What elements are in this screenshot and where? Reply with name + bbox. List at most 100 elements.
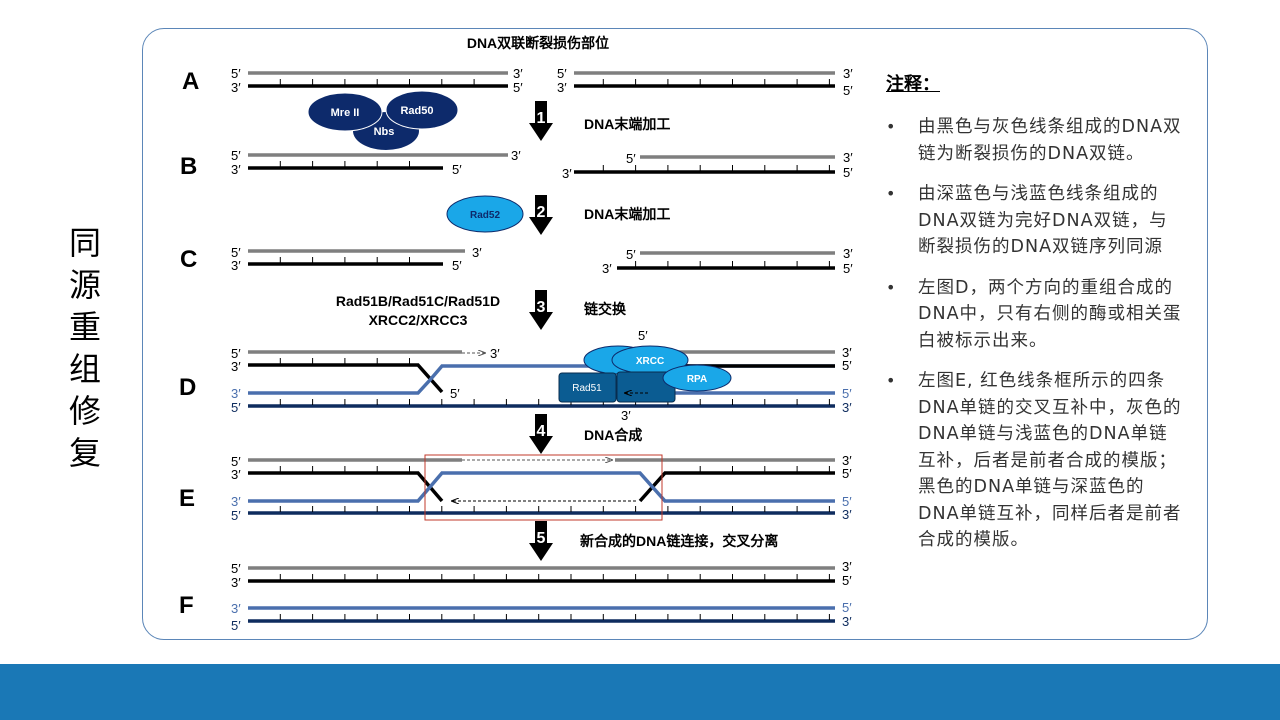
step-arrow-shape	[529, 521, 553, 561]
notes-panel: 注释： 由黑色与灰色线条组成的DNA双链为断裂损伤的DNA双链。 由深蓝色与浅蓝…	[886, 70, 1186, 568]
end-label: 3′	[231, 80, 241, 95]
title-char: 复	[68, 434, 101, 472]
end-label: 3′	[842, 614, 852, 629]
end-label: 5′	[557, 66, 567, 81]
step-3-proteins-line1: Rad51B/Rad51C/Rad51D	[336, 293, 500, 309]
title-char: 重	[68, 308, 101, 346]
step-arrow-shape	[529, 101, 553, 141]
step-5-label: 新合成的DNA链连接，交叉分离	[580, 533, 778, 549]
end-label: 3′	[621, 408, 631, 423]
notes-title: 注释：	[886, 74, 940, 95]
step-2-label: DNA末端加工	[584, 206, 670, 222]
row-label-f: F	[179, 592, 194, 619]
slide-title: 同 源 重 组 修 复	[62, 222, 108, 474]
nbs-label: Nbs	[374, 126, 395, 138]
rad52-protein: Rad52	[446, 195, 524, 233]
step-3-label: 链交换	[584, 301, 627, 317]
row-label-b: B	[180, 153, 197, 180]
recombination-diagram: DNA双联断裂损伤部位 A B C D E F 5′3′3′5′5′3′3′5′…	[179, 35, 853, 633]
rad50-label: Rad50	[400, 105, 433, 117]
row-label-d: D	[179, 374, 196, 401]
step-number: 2	[537, 204, 546, 221]
step-arrow-shape	[529, 195, 553, 235]
end-label: 5′	[231, 245, 241, 260]
note-item: 左图E, 红色线条框所示的四条DNA单链的交叉互补中，灰色的DNA单链与浅蓝色的…	[886, 368, 1186, 554]
step-number: 1	[537, 110, 546, 127]
end-label: 5′	[231, 618, 241, 633]
row-label-c: C	[180, 246, 197, 273]
end-label: 5′	[842, 386, 852, 401]
row-d-proteins: XRCC Rad51 RPA	[558, 345, 732, 403]
end-label: 3′	[842, 400, 852, 415]
step-arrow-shape	[529, 290, 553, 330]
end-label: 3′	[602, 261, 612, 276]
end-label: 3′	[231, 467, 241, 482]
end-label: 5′	[842, 600, 852, 615]
end-label: 5′	[231, 66, 241, 81]
step-arrow-4: 4	[529, 414, 553, 454]
step-arrow-1: 1	[529, 101, 553, 141]
end-label: 3′	[231, 601, 241, 616]
end-label: 3′	[843, 246, 853, 261]
row-d-black-strand	[248, 363, 444, 394]
end-label: 5′	[450, 386, 460, 401]
end-label: 3′	[231, 359, 241, 374]
end-label: 5′	[231, 508, 241, 523]
title-char: 修	[68, 392, 101, 430]
end-label: 5′	[452, 162, 462, 177]
dna-end-labels: 5′3′3′5′5′3′3′5′5′3′3′5′5′3′3′5′5′3′3′5′…	[231, 66, 853, 633]
end-label: 3′	[231, 258, 241, 273]
end-label: 3′	[842, 559, 852, 574]
end-label: 5′	[843, 165, 853, 180]
end-label: 3′	[843, 66, 853, 81]
end-label: 5′	[231, 148, 241, 163]
step-arrow-shape	[529, 414, 553, 454]
rad52-label: Rad52	[470, 210, 500, 221]
row-label-a: A	[182, 68, 199, 95]
end-label: 3′	[843, 150, 853, 165]
end-label: 3′	[231, 575, 241, 590]
row-e-black-left	[248, 471, 444, 503]
step-arrow-5: 5	[529, 521, 553, 561]
rad51-label: Rad51	[572, 383, 602, 394]
mre11-label: Mre II	[331, 107, 360, 119]
crossover-box	[424, 454, 663, 521]
end-label: 3′	[842, 453, 852, 468]
end-label: 5′	[842, 358, 852, 373]
end-label: 3′	[231, 162, 241, 177]
mre11-complex: Mre II Rad50 Nbs	[307, 90, 459, 150]
end-label: 5′	[231, 400, 241, 415]
row-label-e: E	[179, 485, 195, 512]
row-d-lightblue-strand	[248, 364, 835, 395]
note-item: 左图D，两个方向的重组合成的DNA中，只有右侧的酶或相关蛋白被标示出来。	[886, 275, 1186, 355]
end-label: 3′	[231, 494, 241, 509]
bottom-band	[0, 664, 1280, 720]
end-label: 3′	[562, 166, 572, 181]
end-label: 3′	[842, 345, 852, 360]
note-item: 由黑色与灰色线条组成的DNA双链为断裂损伤的DNA双链。	[886, 114, 1186, 167]
step-4-label: DNA合成	[584, 427, 642, 443]
xrcc-label: XRCC	[636, 356, 664, 367]
step-arrows: 1 2 3 4 5	[529, 101, 553, 561]
step-3-proteins-line2: XRCC2/XRCC3	[369, 312, 468, 328]
step-1-label: DNA末端加工	[584, 116, 670, 132]
end-label: 3′	[842, 507, 852, 522]
end-label: 5′	[842, 466, 852, 481]
end-label: 3′	[490, 346, 500, 361]
damage-site-label: DNA双联断裂损伤部位	[467, 35, 609, 51]
end-label: 3′	[472, 245, 482, 260]
title-char: 组	[68, 350, 101, 388]
note-item: 由深蓝色与浅蓝色线条组成的DNA双链为完好DNA双链，与断裂损伤的DNA双链序列…	[886, 181, 1186, 261]
rpa-label: RPA	[687, 374, 707, 385]
end-label: 3′	[557, 80, 567, 95]
end-label: 5′	[842, 494, 852, 509]
step-arrow-3: 3	[529, 290, 553, 330]
step-number: 3	[537, 299, 546, 316]
title-char: 源	[68, 266, 101, 304]
end-label: 5′	[452, 258, 462, 273]
end-label: 3′	[231, 386, 241, 401]
step-arrow-2: 2	[529, 195, 553, 235]
step-number: 4	[537, 423, 546, 440]
end-label: 5′	[513, 80, 523, 95]
dna-ticks	[279, 79, 830, 620]
